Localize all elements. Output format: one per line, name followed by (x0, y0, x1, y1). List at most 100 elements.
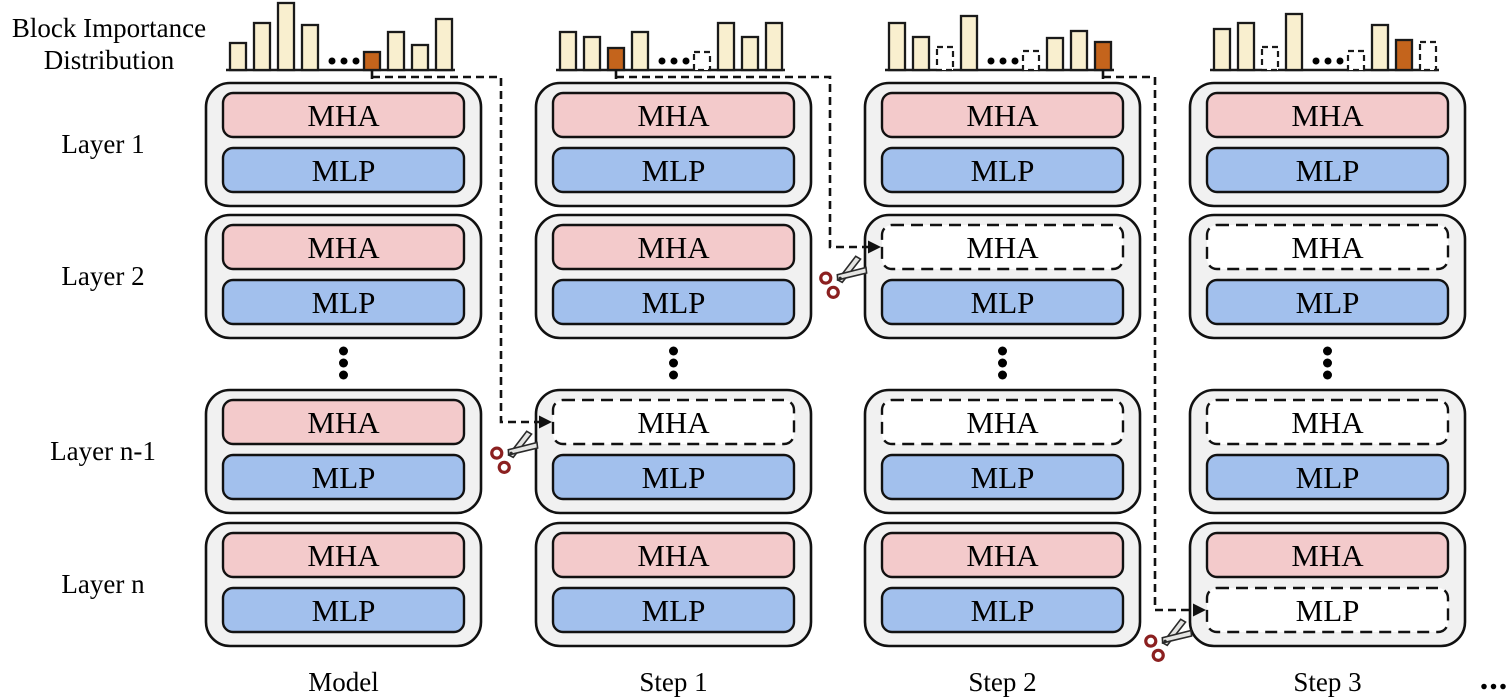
mha-block (880, 91, 1125, 139)
chart-ellipsis-icon (987, 57, 995, 65)
mha-block (551, 223, 796, 271)
mlp-label: MLP (971, 153, 1035, 188)
mha-block-pruned (1205, 223, 1450, 271)
mha-block-pruned (880, 398, 1125, 446)
row-label-layer-n: Layer n (61, 569, 145, 599)
mlp-label: MLP (642, 285, 706, 320)
layers-ellipsis-icon (669, 346, 678, 356)
importance-bar (276, 1, 296, 72)
importance-bar (558, 30, 578, 72)
scissors-pivot (509, 451, 513, 455)
importance-bar (911, 35, 931, 72)
scissors-handle (819, 271, 833, 285)
importance-bar (582, 35, 602, 72)
mlp-label: MLP (642, 460, 706, 495)
importance-bar-pruned (1418, 40, 1438, 72)
mlp-block (551, 146, 796, 194)
mlp-block (551, 586, 796, 634)
importance-bar-pruned (692, 50, 712, 72)
mha-label: MHA (966, 405, 1039, 440)
mha-block (221, 91, 466, 139)
mlp-block (1205, 146, 1450, 194)
mlp-label: MLP (312, 285, 376, 320)
pruning-connector (372, 75, 541, 424)
layers-ellipsis-icon (669, 358, 678, 368)
layers-ellipsis-icon (1323, 346, 1332, 356)
connector-arrowhead-icon (868, 240, 881, 254)
importance-bar (386, 30, 406, 72)
chart-ellipsis-icon (352, 57, 360, 65)
scissors-handle (1151, 648, 1165, 662)
mha-label: MHA (637, 230, 710, 265)
layers-ellipsis-icon (669, 370, 678, 380)
chart-ellipsis-icon (670, 57, 678, 65)
mha-label: MHA (1291, 98, 1364, 133)
mlp-block-pruned (1205, 586, 1450, 634)
figure-title-line1: Block Importance (11, 13, 207, 43)
mlp-block (1205, 453, 1450, 501)
column-label-step-3: Step 3 (1293, 667, 1362, 697)
mlp-label: MLP (312, 153, 376, 188)
layers-ellipsis-icon (1323, 358, 1332, 368)
mlp-label: MLP (971, 285, 1035, 320)
chart-ellipsis-icon (1312, 57, 1320, 65)
mha-label: MHA (307, 98, 380, 133)
layers-ellipsis-icon (1323, 370, 1332, 380)
mha-label: MHA (966, 538, 1039, 573)
importance-bar (1370, 23, 1390, 72)
scissors-pivot (1163, 639, 1167, 643)
importance-bar-pruned (935, 45, 955, 72)
connector-arrowhead-icon (539, 415, 552, 429)
mlp-block (221, 278, 466, 326)
mha-block (880, 531, 1125, 579)
mha-block-pruned (1205, 398, 1450, 446)
chart-ellipsis-icon (682, 57, 690, 65)
trailing-ellipsis: ... (1479, 660, 1509, 697)
chart-ellipsis-icon (328, 57, 336, 65)
mha-block (1205, 91, 1450, 139)
importance-bar (1236, 21, 1256, 72)
importance-bar-pruned (1021, 49, 1041, 72)
mha-label: MHA (1291, 538, 1364, 573)
mha-label: MHA (637, 405, 710, 440)
mha-block (221, 398, 466, 446)
scissors-blade (507, 441, 539, 456)
mha-label: MHA (1291, 230, 1364, 265)
mha-label: MHA (637, 98, 710, 133)
chart-ellipsis-icon (999, 57, 1007, 65)
importance-bar-highlight (362, 50, 382, 72)
layers-ellipsis-icon (339, 358, 348, 368)
mha-label: MHA (307, 405, 380, 440)
importance-bar (300, 23, 320, 72)
chart-ellipsis-icon (1324, 57, 1332, 65)
scissors-icon (490, 430, 539, 474)
importance-bar (252, 21, 272, 72)
importance-bar (1069, 29, 1089, 72)
mlp-block (551, 453, 796, 501)
scissors-icon (819, 255, 868, 299)
mha-block-pruned (551, 398, 796, 446)
mlp-block (880, 146, 1125, 194)
scissors-handle (826, 285, 840, 299)
scissors-blade (836, 266, 868, 281)
scissors-icon (1144, 618, 1193, 662)
mlp-label: MLP (312, 593, 376, 628)
mlp-block (880, 278, 1125, 326)
pruning-connector (616, 75, 870, 249)
mha-label: MHA (966, 230, 1039, 265)
chart-ellipsis-icon (1011, 57, 1019, 65)
importance-bar (959, 14, 979, 72)
mha-label: MHA (637, 538, 710, 573)
importance-bar (1045, 36, 1065, 72)
mlp-label: MLP (1296, 593, 1360, 628)
importance-bar (630, 30, 650, 72)
mha-block-pruned (880, 223, 1125, 271)
mlp-block (880, 586, 1125, 634)
figure-title: Block Importance Distribution (0, 12, 218, 76)
scissors-blade (1161, 629, 1193, 644)
importance-bar-pruned (1346, 49, 1366, 72)
mha-block (221, 223, 466, 271)
scissors-handle (1144, 634, 1158, 648)
